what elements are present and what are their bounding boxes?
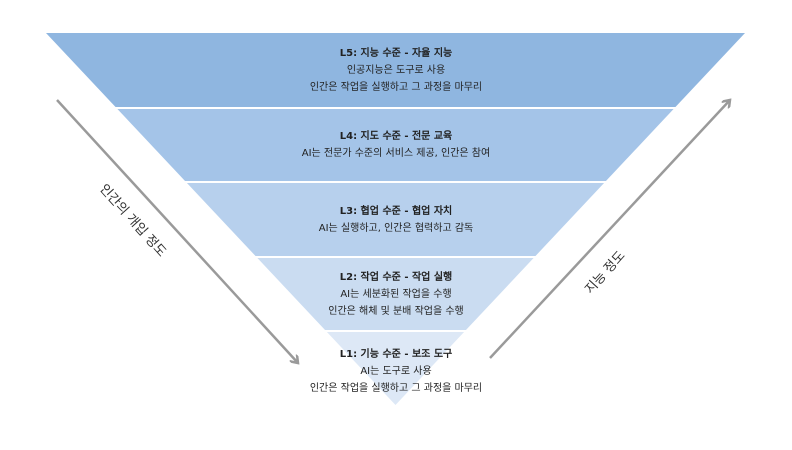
level-text-3: L3: 협업 수준 - 협업 자치 AI는 실행하고, 인간은 협력하고 감독 [246,203,546,237]
level-band-3 [186,183,605,256]
level-title: L2: 작업 수준 - 작업 실행 [339,271,453,283]
intelligence-arrow [489,100,730,359]
level-description: AI는 세분화된 작업을 수행 [340,288,452,300]
level-description: AI는 도구로 사용 [360,365,432,377]
level-description: 인간은 작업을 실행하고 그 과정을 마무리 [309,382,483,394]
level-band-4 [117,109,674,181]
level-text-4: L4: 지도 수준 - 전문 교육 AI는 전문가 수준의 서비스 제공, 인간은… [246,128,546,162]
level-description: 인공지능은 도구로 사용 [346,64,446,76]
level-description: 인간은 해체 및 분배 작업을 수행 [328,305,464,317]
level-title: L3: 협업 수준 - 협업 자치 [339,205,453,217]
level-description: AI는 전문가 수준의 서비스 제공, 인간은 참여 [301,148,491,159]
level-title: L5: 지능 수준 - 자율 지능 [339,47,453,59]
level-description: AI는 실행하고, 인간은 협력하고 감독 [318,222,474,234]
level-description: 인간은 작업을 실행하고 그 과정을 마무리 [309,81,483,93]
level-band-5 [46,33,745,107]
human-involvement-arrow [56,99,298,363]
level-title: L4: 지도 수준 - 전문 교육 [339,131,453,142]
level-title: L1: 기능 수준 - 보조 도구 [339,348,453,360]
level-band-1 [326,332,465,405]
level-band-2 [257,258,534,330]
